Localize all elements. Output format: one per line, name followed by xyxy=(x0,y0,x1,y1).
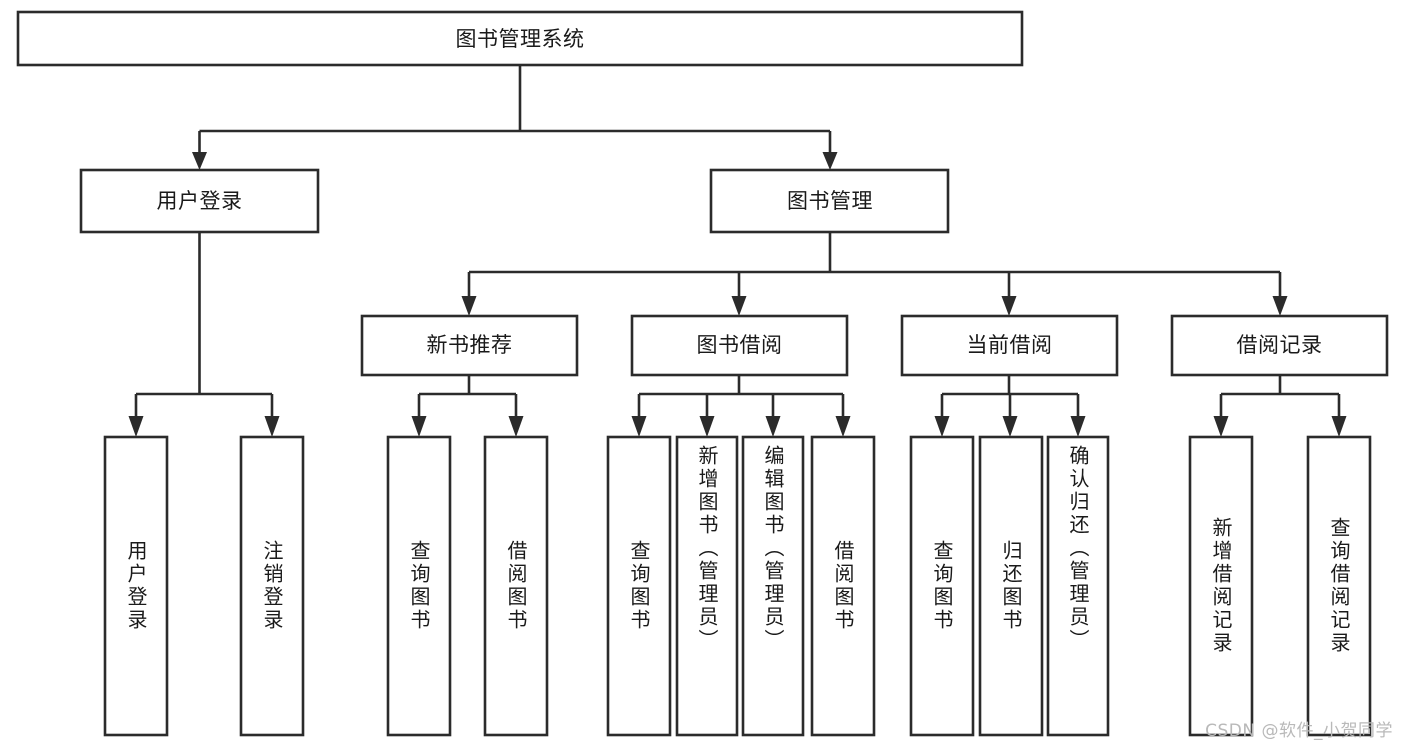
node-new-book-recommend-box[interactable] xyxy=(360,314,579,377)
node-user-login[interactable]: 用户登录 xyxy=(79,168,320,234)
arrowhead-leaf-logout xyxy=(264,416,280,437)
leaf-box-nb-borrow-book[interactable] xyxy=(483,435,549,737)
arrowhead-bb-query-book xyxy=(631,416,647,437)
node-borrow-record-box[interactable] xyxy=(1170,314,1389,377)
leaf-box-bb-query-book[interactable] xyxy=(606,435,672,737)
connectors-group xyxy=(128,65,1347,437)
node-book-management[interactable]: 图书管理 xyxy=(709,168,950,234)
arrowhead-book-management xyxy=(822,152,838,170)
leaf-box-br-query-record[interactable] xyxy=(1306,435,1372,737)
node-current-borrow-label: 当前借阅 xyxy=(967,333,1053,357)
arrowhead-nb-query-book xyxy=(411,416,427,437)
node-book-management-box[interactable] xyxy=(709,168,950,234)
arrowhead-current-borrow xyxy=(1001,296,1017,316)
arrowhead-br-query-record xyxy=(1331,416,1347,437)
node-book-borrow[interactable]: 图书借阅 xyxy=(630,314,849,377)
arrowhead-cb-return-book xyxy=(1002,416,1018,437)
node-current-borrow[interactable]: 当前借阅 xyxy=(900,314,1119,377)
node-root-box[interactable] xyxy=(16,10,1024,67)
leaf-box-cb-return-book[interactable] xyxy=(978,435,1044,737)
arrowhead-bb-add-book xyxy=(699,416,715,437)
node-root-label: 图书管理系统 xyxy=(456,27,585,51)
arrowhead-br-add-record xyxy=(1213,416,1229,437)
node-user-login-label: 用户登录 xyxy=(157,189,243,213)
node-book-borrow-label: 图书借阅 xyxy=(697,333,783,357)
arrowhead-user-login xyxy=(192,152,207,170)
node-user-login-box[interactable] xyxy=(79,168,320,234)
node-borrow-record-label: 借阅记录 xyxy=(1237,333,1323,357)
arrowhead-cb-query-book xyxy=(934,416,950,437)
leaf-box-user-login[interactable] xyxy=(103,435,169,737)
arrowhead-bb-edit-book xyxy=(765,416,781,437)
node-book-management-label: 图书管理 xyxy=(787,189,873,213)
leaf-box-bb-add-book[interactable] xyxy=(675,435,739,737)
leaf-box-nb-query-book[interactable] xyxy=(386,435,452,737)
node-book-borrow-box[interactable] xyxy=(630,314,849,377)
leaf-box-bb-borrow-book[interactable] xyxy=(810,435,876,737)
leaf-box-br-add-record[interactable] xyxy=(1188,435,1254,737)
node-borrow-record[interactable]: 借阅记录 xyxy=(1170,314,1389,377)
leaf-box-bb-edit-book[interactable] xyxy=(741,435,805,737)
arrowhead-nb-borrow-book xyxy=(508,416,524,437)
leaf-box-logout[interactable] xyxy=(239,435,305,737)
arrowhead-leaf-user-login xyxy=(128,416,144,437)
leaf-boxes-group xyxy=(103,435,1372,737)
arrowhead-bb-borrow-book xyxy=(835,416,851,437)
arrowhead-new-book xyxy=(461,296,477,316)
arrowhead-book-borrow xyxy=(731,296,747,316)
arrowhead-cb-confirm-return xyxy=(1070,416,1086,437)
node-current-borrow-box[interactable] xyxy=(900,314,1119,377)
leaf-box-cb-confirm-return[interactable] xyxy=(1046,435,1110,737)
leaf-box-cb-query-book[interactable] xyxy=(909,435,975,737)
csdn-watermark: CSDN @软件_小贺同学 xyxy=(1205,721,1393,741)
node-new-book-recommend-label: 新书推荐 xyxy=(427,333,513,357)
arrowhead-borrow-record xyxy=(1272,296,1288,316)
node-new-book-recommend[interactable]: 新书推荐 xyxy=(360,314,579,377)
node-root[interactable]: 图书管理系统 xyxy=(16,10,1024,67)
